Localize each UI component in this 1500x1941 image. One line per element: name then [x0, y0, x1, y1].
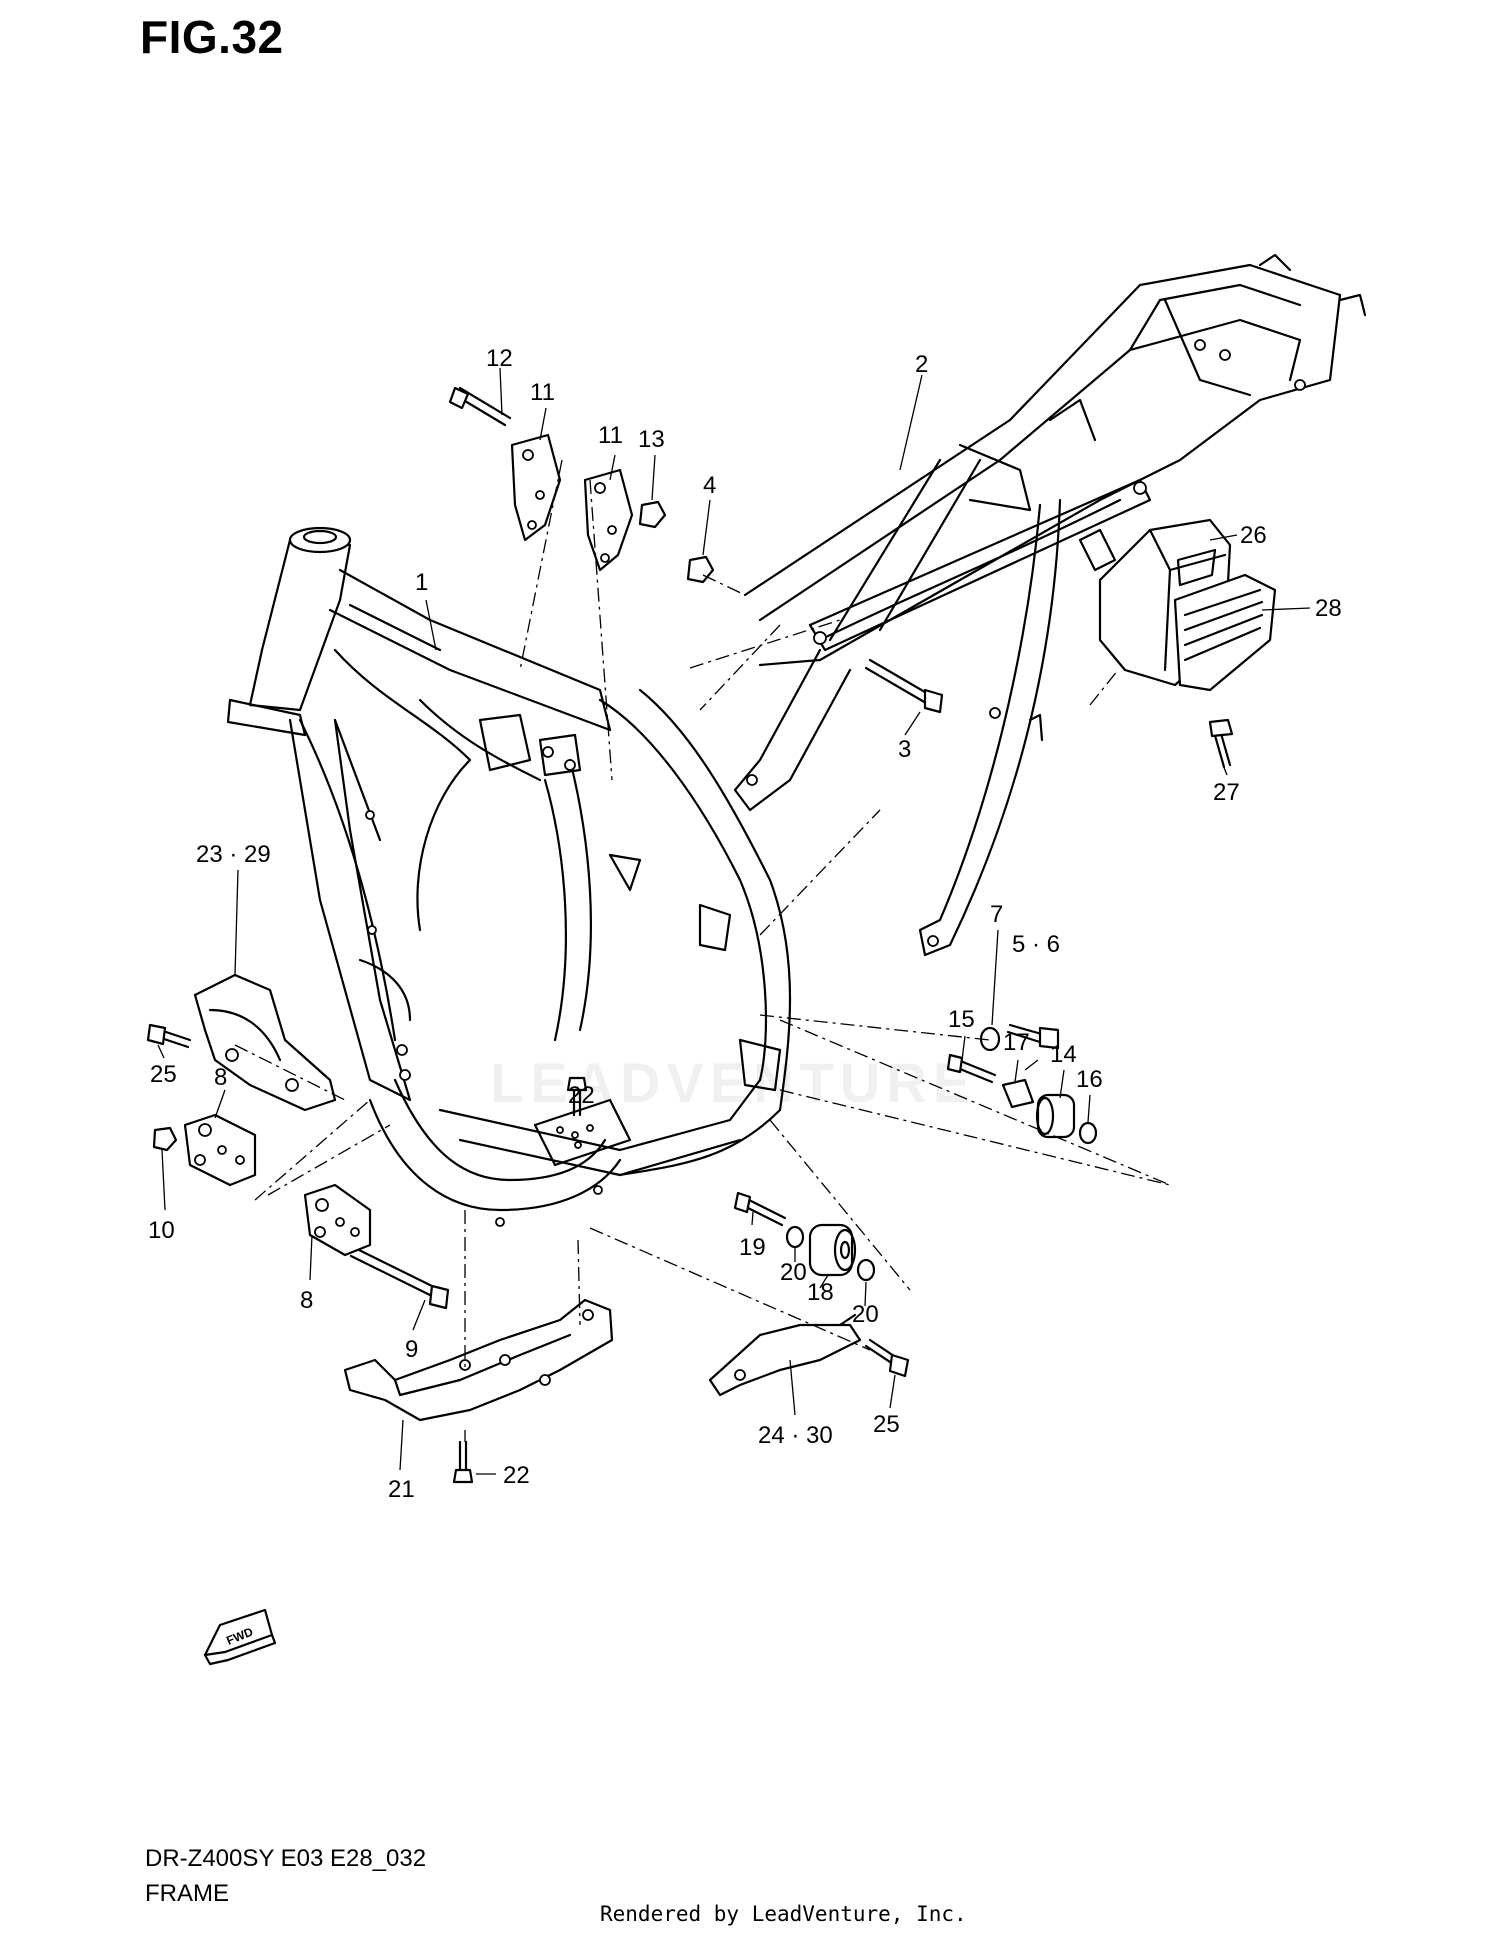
- callout-25-right: 25: [873, 1411, 900, 1438]
- callout-14: 14: [1050, 1041, 1077, 1068]
- engine-mount-plates: [510, 433, 634, 572]
- callout-3: 3: [898, 736, 911, 763]
- callout-10: 10: [148, 1217, 175, 1244]
- callout-17: 17: [1003, 1029, 1030, 1056]
- main-frame: [226, 526, 792, 1227]
- callout-28: 28: [1315, 595, 1342, 622]
- callout-8-upper: 8: [214, 1064, 227, 1091]
- callout-16: 16: [1076, 1066, 1103, 1093]
- rear-subframe: [733, 253, 1367, 957]
- callout-26: 26: [1240, 522, 1267, 549]
- callout-labels: 1 2 3 4 5 · 6 7 8 8 9 10 11 11 12 13 14 …: [148, 345, 1342, 1503]
- callout-13: 13: [638, 426, 665, 453]
- ecu-and-cover: [1098, 518, 1277, 692]
- callout-12: 12: [486, 345, 513, 372]
- frame-guard-left: [193, 973, 337, 1112]
- callout-11-right: 11: [598, 422, 623, 449]
- callout-5-6: 5 · 6: [1012, 931, 1060, 958]
- callout-15: 15: [948, 1006, 975, 1033]
- callout-19: 19: [739, 1234, 766, 1261]
- callout-22-upper: 22: [568, 1082, 595, 1109]
- callout-9: 9: [405, 1336, 418, 1363]
- leader-lines: [157, 367, 1311, 1475]
- callout-8-lower: 8: [300, 1287, 313, 1314]
- alignment-lines: [234, 459, 1171, 1442]
- callout-20-right: 20: [852, 1301, 879, 1328]
- callout-2: 2: [915, 351, 928, 378]
- callout-7: 7: [990, 901, 1003, 928]
- callout-23-29: 23 · 29: [196, 841, 271, 868]
- hardware: [146, 386, 1234, 1484]
- callout-11-left: 11: [530, 379, 555, 406]
- callout-4: 4: [703, 472, 716, 499]
- skid-plate: [343, 1298, 614, 1422]
- fwd-arrow-icon: FWD: [203, 1608, 277, 1666]
- callout-22-lower: 22: [503, 1462, 530, 1489]
- frame-guard-right: [708, 1313, 862, 1397]
- model-code: DR-Z400SY E03 E28_032: [145, 1845, 427, 1872]
- render-credit: Rendered by LeadVenture, Inc.: [600, 1902, 967, 1926]
- callout-1: 1: [415, 569, 428, 596]
- figure-title: FIG.32: [140, 11, 284, 63]
- mount-brackets: [183, 1113, 372, 1257]
- callout-24-30: 24 · 30: [758, 1422, 833, 1449]
- callout-20-left: 20: [780, 1259, 807, 1286]
- callout-27: 27: [1213, 779, 1240, 806]
- callout-18: 18: [807, 1279, 834, 1306]
- callout-25-left: 25: [150, 1061, 177, 1088]
- callout-21: 21: [388, 1476, 415, 1503]
- section-name: FRAME: [145, 1880, 229, 1907]
